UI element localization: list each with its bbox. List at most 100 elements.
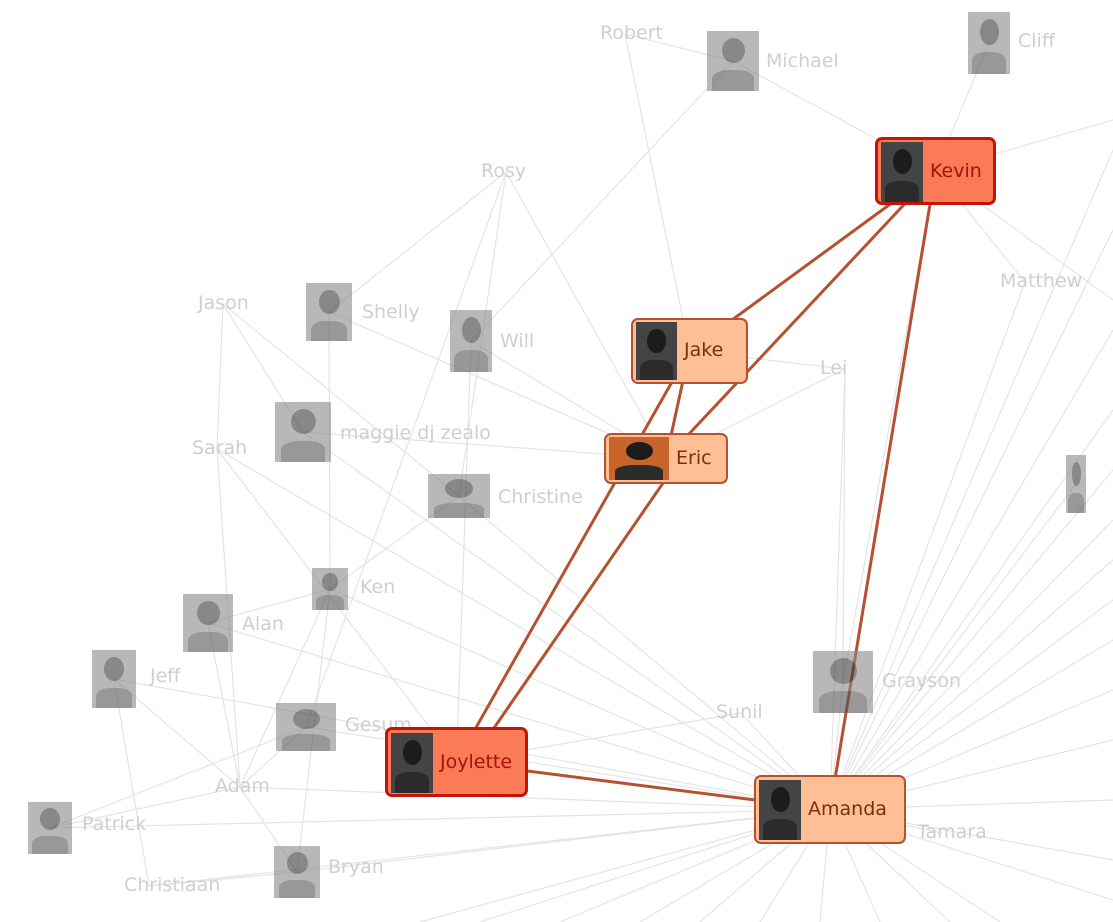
avatar-head — [292, 708, 320, 729]
person-avatar-christine[interactable] — [428, 474, 490, 518]
photo-body — [885, 181, 919, 202]
avatar-body — [454, 350, 488, 372]
person-label-ken[interactable]: Ken — [360, 576, 396, 598]
person-node-kevin[interactable]: Kevin — [875, 137, 996, 205]
photo-head — [647, 328, 666, 354]
person-avatar-cliff[interactable] — [968, 12, 1010, 74]
faint-link — [829, 599, 1113, 810]
person-label-adam[interactable]: Adam — [215, 775, 270, 797]
person-photo — [636, 322, 677, 380]
faint-link — [829, 559, 1113, 810]
avatar-body — [32, 835, 68, 854]
avatar-head — [829, 658, 857, 685]
faint-link — [113, 678, 150, 887]
person-avatar-bryan[interactable] — [274, 846, 320, 898]
avatar-head — [40, 808, 61, 831]
person-label-sunil[interactable]: Sunil — [716, 701, 763, 723]
avatar-head — [445, 479, 474, 498]
faint-link — [829, 519, 1113, 810]
person-label-will[interactable]: Will — [500, 330, 535, 352]
photo-body — [763, 818, 797, 840]
faint-link — [458, 495, 831, 810]
person-label-alan[interactable]: Alan — [242, 613, 284, 635]
faint-link — [222, 303, 460, 497]
faint-link — [216, 448, 831, 811]
avatar-head — [721, 38, 745, 64]
faint-link — [829, 149, 1113, 810]
person-label-rosy[interactable]: Rosy — [481, 160, 527, 182]
person-label-maggie[interactable]: maggie dj zealo — [340, 422, 491, 444]
person-node-amanda[interactable]: Amanda — [754, 775, 906, 844]
person-node-label: Kevin — [930, 160, 982, 182]
avatar-body — [315, 595, 345, 610]
person-node-label: Jake — [684, 339, 724, 361]
avatar-head — [1071, 461, 1081, 487]
faint-link — [328, 171, 507, 313]
person-node-joylette[interactable]: Joylette — [385, 727, 528, 797]
avatar-body — [712, 70, 754, 91]
person-avatar-shelly[interactable] — [306, 283, 352, 341]
person-label-matthew[interactable]: Matthew — [1000, 270, 1083, 292]
avatar-body — [278, 879, 316, 898]
person-label-patrick[interactable]: Patrick — [82, 813, 147, 835]
person-avatar-jeff[interactable] — [92, 650, 136, 708]
faint-link — [239, 588, 331, 788]
person-node-label: Joylette — [440, 751, 513, 773]
faint-link — [305, 171, 507, 728]
faint-link — [49, 786, 241, 829]
person-avatar-edge_person[interactable] — [1066, 455, 1086, 513]
faint-link — [842, 368, 846, 683]
person-label-grayson[interactable]: Grayson — [882, 670, 961, 692]
person-label-sarah[interactable]: Sarah — [192, 437, 248, 459]
avatar-body — [434, 502, 484, 518]
photo-head — [892, 149, 912, 175]
person-label-lei[interactable]: Lei — [820, 357, 848, 379]
person-label-bryan[interactable]: Bryan — [328, 856, 384, 878]
avatar-head — [197, 600, 220, 626]
photo-head — [770, 786, 790, 812]
person-label-shelly[interactable]: Shelly — [362, 301, 420, 323]
faint-link — [505, 171, 667, 459]
person-label-christiaan[interactable]: Christiaan — [124, 874, 221, 896]
faint-link — [829, 281, 1026, 810]
person-avatar-maggie[interactable] — [275, 402, 331, 462]
person-node-eric[interactable]: Eric — [604, 433, 728, 484]
avatar-body — [819, 691, 867, 713]
person-photo — [881, 142, 923, 202]
avatar-head — [461, 317, 481, 344]
person-avatar-will[interactable] — [450, 310, 492, 372]
person-avatar-michael[interactable] — [707, 31, 759, 91]
photo-body — [615, 464, 663, 480]
photo-body — [640, 359, 673, 380]
person-avatar-grayson[interactable] — [813, 651, 873, 713]
person-label-cliff[interactable]: Cliff — [1018, 30, 1055, 52]
person-label-christine[interactable]: Christine — [498, 486, 583, 508]
faint-link — [829, 229, 1113, 810]
person-node-label: Eric — [676, 446, 712, 469]
person-avatar-ken[interactable] — [312, 568, 348, 610]
person-photo — [391, 733, 433, 793]
person-label-jason[interactable]: Jason — [198, 292, 249, 314]
person-avatar-gesum[interactable] — [276, 703, 336, 751]
avatar-head — [318, 289, 340, 315]
faint-link — [829, 409, 1113, 810]
faint-link — [329, 588, 831, 811]
person-label-tamara[interactable]: Tamara — [917, 821, 987, 843]
person-node-jake[interactable]: Jake — [631, 318, 748, 384]
avatar-head — [104, 656, 125, 682]
faint-link — [470, 60, 734, 342]
faint-link — [455, 340, 472, 763]
person-avatar-alan[interactable] — [183, 594, 233, 652]
highlight-link — [455, 350, 691, 763]
avatar-head — [322, 573, 339, 591]
person-node-label: Amanda — [808, 797, 887, 820]
person-label-jeff[interactable]: Jeff — [150, 665, 181, 687]
person-label-michael[interactable]: Michael — [766, 50, 839, 72]
person-photo — [609, 437, 669, 480]
person-avatar-patrick[interactable] — [28, 802, 72, 854]
faint-link — [829, 483, 1077, 810]
person-label-robert[interactable]: Robert — [600, 22, 663, 44]
avatar-body — [310, 320, 348, 341]
faint-link — [49, 808, 831, 829]
